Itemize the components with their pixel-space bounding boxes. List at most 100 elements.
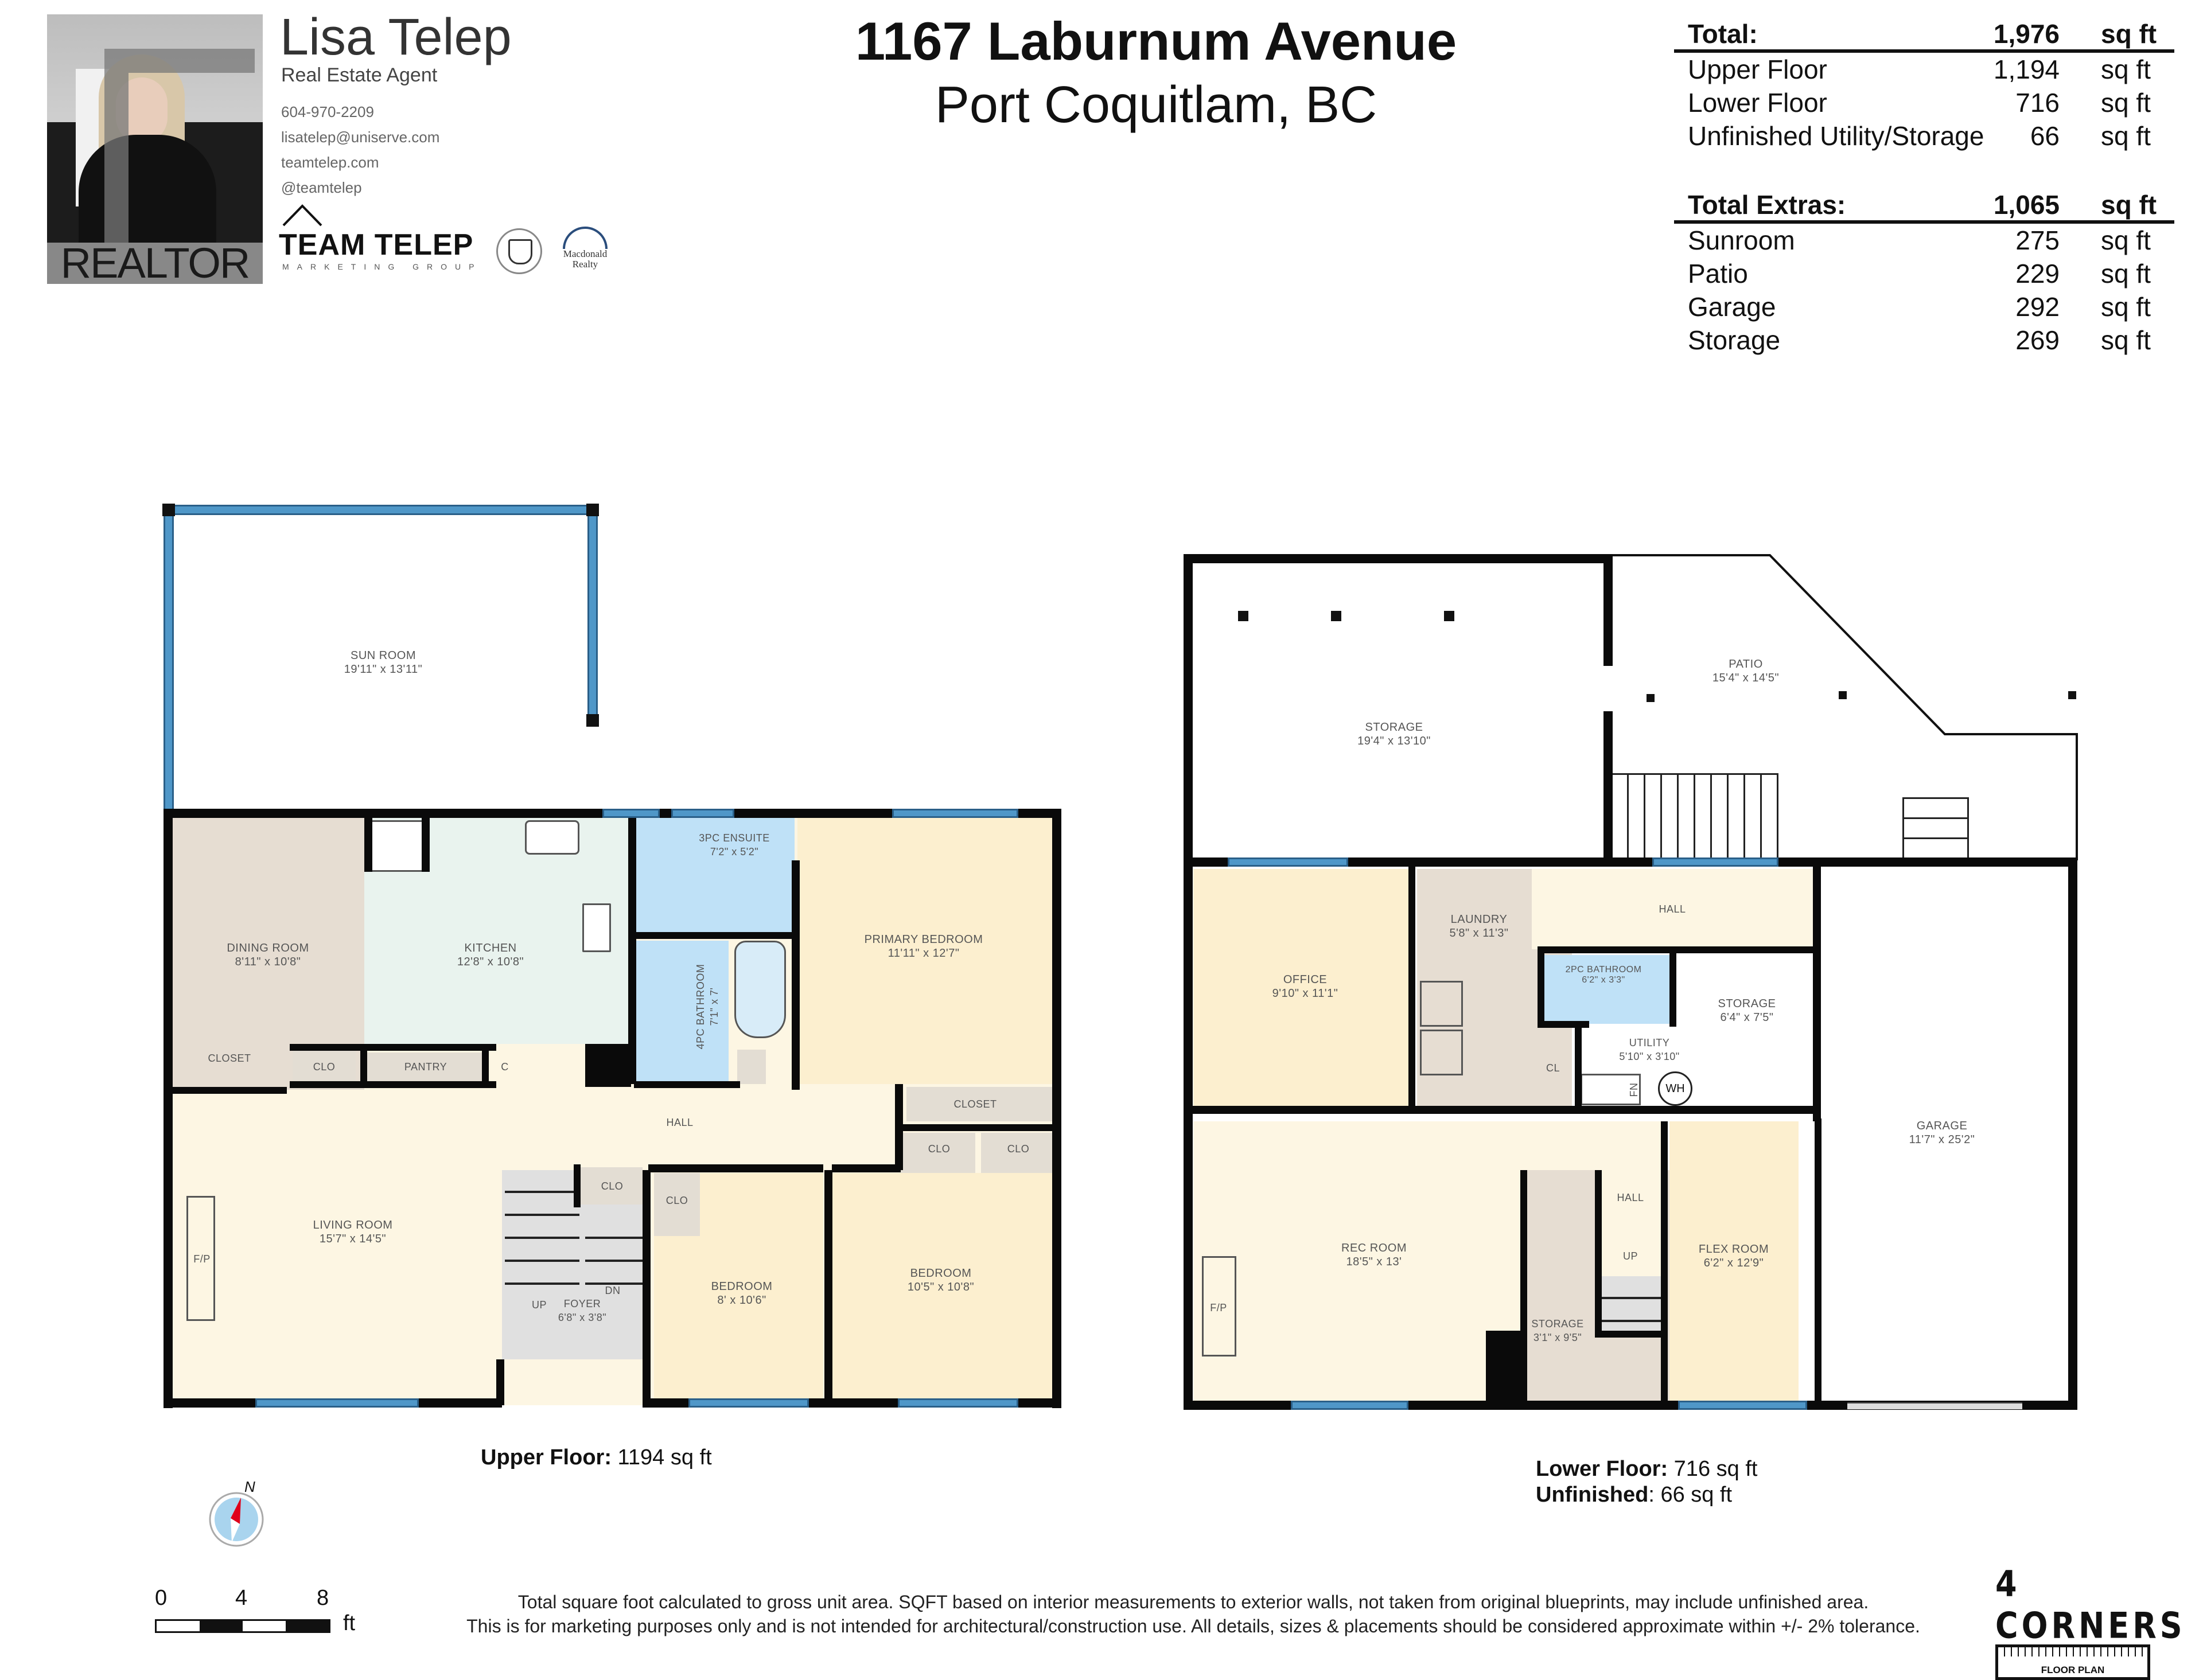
garage-steps bbox=[1902, 797, 1969, 864]
label-dn: DN bbox=[605, 1285, 621, 1296]
label-clo: CLO bbox=[665, 1195, 688, 1206]
scale-tick: 8 bbox=[317, 1586, 329, 1610]
bathtub-icon bbox=[734, 941, 786, 1038]
label-clo: CLO bbox=[313, 1061, 336, 1073]
room-pantry[interactable] bbox=[367, 1053, 482, 1081]
label-up-lower: UP bbox=[1622, 1250, 1638, 1262]
sink-icon bbox=[525, 820, 579, 855]
room-closet-primary[interactable] bbox=[906, 1087, 1053, 1121]
team-name: TEAM TELEP bbox=[279, 228, 474, 262]
agent-name: Lisa Telep bbox=[280, 9, 512, 66]
label-hall: HALL bbox=[666, 1117, 694, 1128]
label-closet-dining: CLOSET bbox=[208, 1053, 251, 1064]
room-ensuite[interactable] bbox=[634, 814, 795, 935]
dryer-icon bbox=[1420, 981, 1463, 1027]
unfinished-caption: Unfinished: 66 sq ft bbox=[1536, 1483, 1733, 1507]
compass-icon: N bbox=[208, 1478, 265, 1547]
lower-floor-caption: Lower Floor: 716 sq ft bbox=[1536, 1457, 1758, 1481]
agent-email[interactable]: lisatelep@uniserve.com bbox=[281, 128, 440, 146]
fireplace-icon bbox=[1202, 1256, 1236, 1357]
label-fireplace: F/P bbox=[193, 1253, 211, 1265]
room-hall-lower[interactable] bbox=[1532, 869, 1816, 949]
team-subtitle: MARKETING GROUP bbox=[282, 262, 482, 271]
room-sunroom[interactable] bbox=[168, 509, 594, 816]
seal-badge-icon bbox=[496, 228, 542, 274]
stairs-up bbox=[505, 1170, 579, 1296]
extras-total-row: Total Extras: 1,065 sq ft bbox=[1674, 188, 2174, 224]
stairs-lower bbox=[1601, 1276, 1661, 1331]
label-pantry: PANTRY bbox=[404, 1061, 447, 1073]
room-clo-bed3b[interactable] bbox=[981, 1133, 1053, 1173]
room-storage-big[interactable] bbox=[1190, 561, 1603, 859]
agent-social[interactable]: @teamtelep bbox=[281, 179, 362, 196]
four-corners-logo: 4 CORNERS FLOOR PLAN bbox=[1995, 1564, 2182, 1680]
label-closet-primary: CLOSET bbox=[953, 1098, 997, 1110]
room-bath4[interactable] bbox=[634, 941, 729, 1081]
agent-phone[interactable]: 604-970-2209 bbox=[281, 103, 374, 120]
room-clo-bath[interactable] bbox=[737, 1050, 766, 1084]
agent-website[interactable]: teamtelep.com bbox=[281, 154, 379, 171]
room-office[interactable] bbox=[1193, 869, 1411, 1107]
brand-sub: FLOOR PLAN bbox=[2041, 1665, 2105, 1675]
room-garage[interactable] bbox=[1821, 869, 2068, 1408]
label-clo: CLO bbox=[601, 1180, 624, 1192]
disclaimer: Total square foot calculated to gross un… bbox=[425, 1590, 1962, 1638]
property-city: Port Coquitlam, BC bbox=[935, 76, 1377, 134]
scale-tick: 0 bbox=[155, 1586, 168, 1610]
agent-photo: REALTOR bbox=[47, 14, 263, 284]
brokerage-name-2: Realty bbox=[572, 259, 598, 270]
patio-steps bbox=[1612, 773, 1778, 861]
label-fn: FN bbox=[1628, 1082, 1640, 1097]
room-clo-bed3a[interactable] bbox=[901, 1133, 975, 1173]
label-c: C bbox=[501, 1061, 509, 1073]
room-clo-bed2[interactable] bbox=[654, 1173, 700, 1236]
label-clo: CLO bbox=[928, 1143, 951, 1155]
property-address: 1167 Laburnum Avenue bbox=[855, 11, 1457, 71]
room-storage-small[interactable] bbox=[1678, 955, 1813, 1110]
room-primary-bedroom[interactable] bbox=[797, 814, 1053, 1084]
label-hall-lower: HALL bbox=[1659, 903, 1686, 915]
room-clo[interactable] bbox=[293, 1047, 356, 1084]
garage-door[interactable] bbox=[1847, 1402, 2022, 1409]
label-up: UP bbox=[531, 1299, 547, 1311]
room-clo-foyer[interactable] bbox=[579, 1167, 643, 1205]
patio-outline bbox=[1603, 554, 2078, 860]
room-bedroom-3[interactable] bbox=[832, 1173, 1053, 1400]
water-heater-icon: WH bbox=[1658, 1071, 1692, 1106]
brokerage-name: Macdonald bbox=[563, 248, 608, 259]
scale-unit: ft bbox=[343, 1611, 356, 1635]
furnace-icon bbox=[1581, 1074, 1641, 1105]
disclaimer-line-2: This is for marketing purposes only and … bbox=[466, 1616, 1920, 1636]
room-flex[interactable] bbox=[1669, 1121, 1799, 1402]
brand-name: 4 CORNERS bbox=[1995, 1563, 2186, 1647]
compass-north-label: N bbox=[244, 1478, 255, 1495]
room-bath2[interactable] bbox=[1543, 955, 1675, 1024]
fireplace-icon bbox=[186, 1196, 215, 1321]
label-cl: CL bbox=[1546, 1062, 1560, 1074]
ruler-icon: FLOOR PLAN bbox=[1995, 1644, 2150, 1680]
upper-floor-caption: Upper Floor: 1194 sq ft bbox=[481, 1445, 712, 1469]
realtor-r-mark bbox=[104, 49, 255, 251]
